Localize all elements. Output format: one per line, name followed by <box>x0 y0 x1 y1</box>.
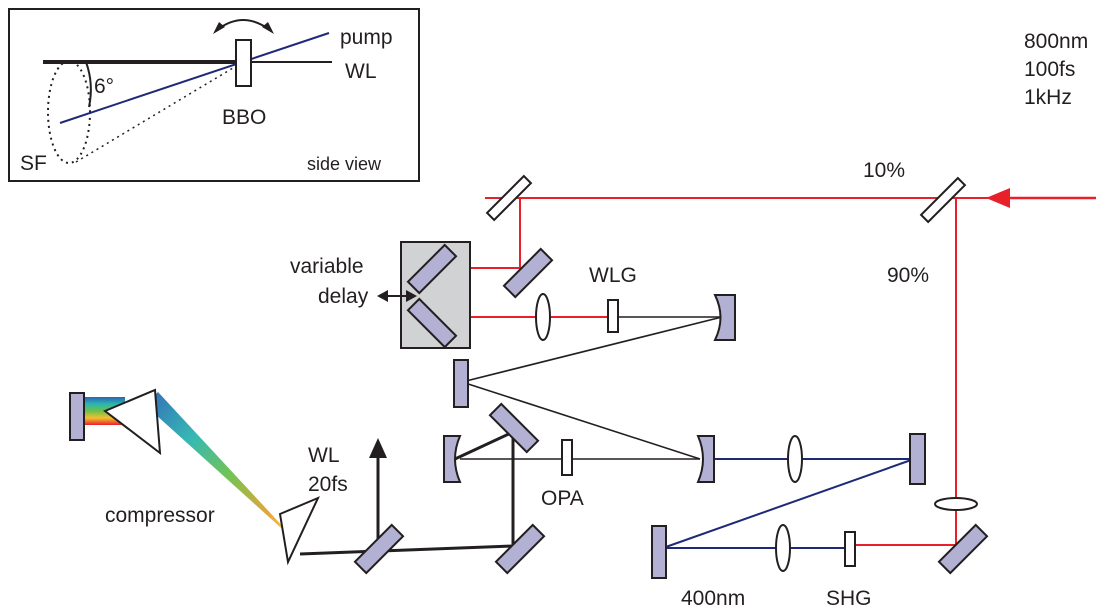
delay-double-arrow <box>377 290 417 302</box>
wlg-label: WLG <box>589 264 637 287</box>
split-small-label: 10% <box>863 159 905 182</box>
opa-crystal <box>561 439 573 476</box>
shg-label: SHG <box>826 587 872 610</box>
pump-beam-inset <box>59 32 330 124</box>
wl-output-arrowhead <box>369 438 387 458</box>
white-light-diverge <box>461 316 723 383</box>
variable-delay-label-1: variable <box>290 255 364 278</box>
laser-duration-label: 100fs <box>1024 58 1075 81</box>
beam-splitter-delay <box>485 174 533 222</box>
lenses-crystals <box>103 293 978 572</box>
beam-splitter-main <box>919 176 967 224</box>
blue-beams <box>662 458 915 549</box>
pump-mirror-right <box>909 433 926 485</box>
diagram-labels: 800nm 100fs 1kHz 10% 90% variable delay … <box>105 30 1088 610</box>
output-duration-label: 20fs <box>308 473 348 496</box>
bbo-crystal <box>235 39 252 87</box>
delay-input-mirror <box>502 247 554 299</box>
optics <box>69 174 989 579</box>
input-arrowhead <box>986 188 1010 208</box>
delay-mirror-upper <box>406 243 458 295</box>
compressor-end-mirror <box>69 392 85 441</box>
angle-arc <box>85 61 92 108</box>
wlg-crystal <box>607 299 619 333</box>
output-mirror-left <box>353 523 405 575</box>
compressor-prism-lower <box>278 496 321 566</box>
rotation-arrowhead-left <box>213 22 225 34</box>
laser-rate-label: 1kHz <box>1024 86 1072 109</box>
compressor-label: compressor <box>105 504 215 527</box>
split-large-label: 90% <box>887 264 929 287</box>
shg-crystal <box>844 531 856 567</box>
opa-curved-mirror-right <box>696 435 715 483</box>
output-wl-label: WL <box>308 444 340 467</box>
pump-lens <box>787 435 803 483</box>
inset-side-view: pump WL BBO 6° SF side view <box>8 8 420 182</box>
shg-turning-mirror <box>937 523 989 575</box>
inset-wl-label: WL <box>345 60 377 83</box>
inset-pump-label: pump <box>340 26 393 49</box>
pump-mirror-left <box>651 525 667 579</box>
shg-wavelength-label: 400nm <box>681 587 745 610</box>
inset-angle-label: 6° <box>94 75 114 98</box>
variable-delay-label-2: delay <box>318 285 369 308</box>
shg-lens-pre <box>775 524 791 572</box>
flat-mirror-left <box>453 359 469 408</box>
red-beams <box>430 196 1096 546</box>
laser-wavelength-label: 800nm <box>1024 30 1088 53</box>
wlg-curved-mirror <box>713 294 736 341</box>
pump-diagonal <box>662 458 915 549</box>
delay-mirror-lower <box>406 297 458 349</box>
opa-output-mirror <box>488 402 540 454</box>
sf-cone-lower-edge <box>75 61 244 163</box>
output-mirror-right <box>494 523 546 575</box>
inset-view-label: side view <box>307 154 382 174</box>
rotation-arrowhead-right <box>262 22 274 34</box>
compressor-prism-upper <box>103 388 162 456</box>
opa-output-upper <box>454 430 514 461</box>
inset-sf-label: SF <box>20 152 47 175</box>
inset-bbo-label: BBO <box>222 106 266 129</box>
opa-label: OPA <box>541 487 584 510</box>
ninety-percent-lens <box>934 497 978 511</box>
opa-curved-mirror-left <box>443 435 462 483</box>
wlg-lens <box>535 293 551 341</box>
compressor-spectrum-fan <box>145 392 300 545</box>
inset-frame <box>8 8 420 182</box>
white-light-return <box>461 381 701 460</box>
